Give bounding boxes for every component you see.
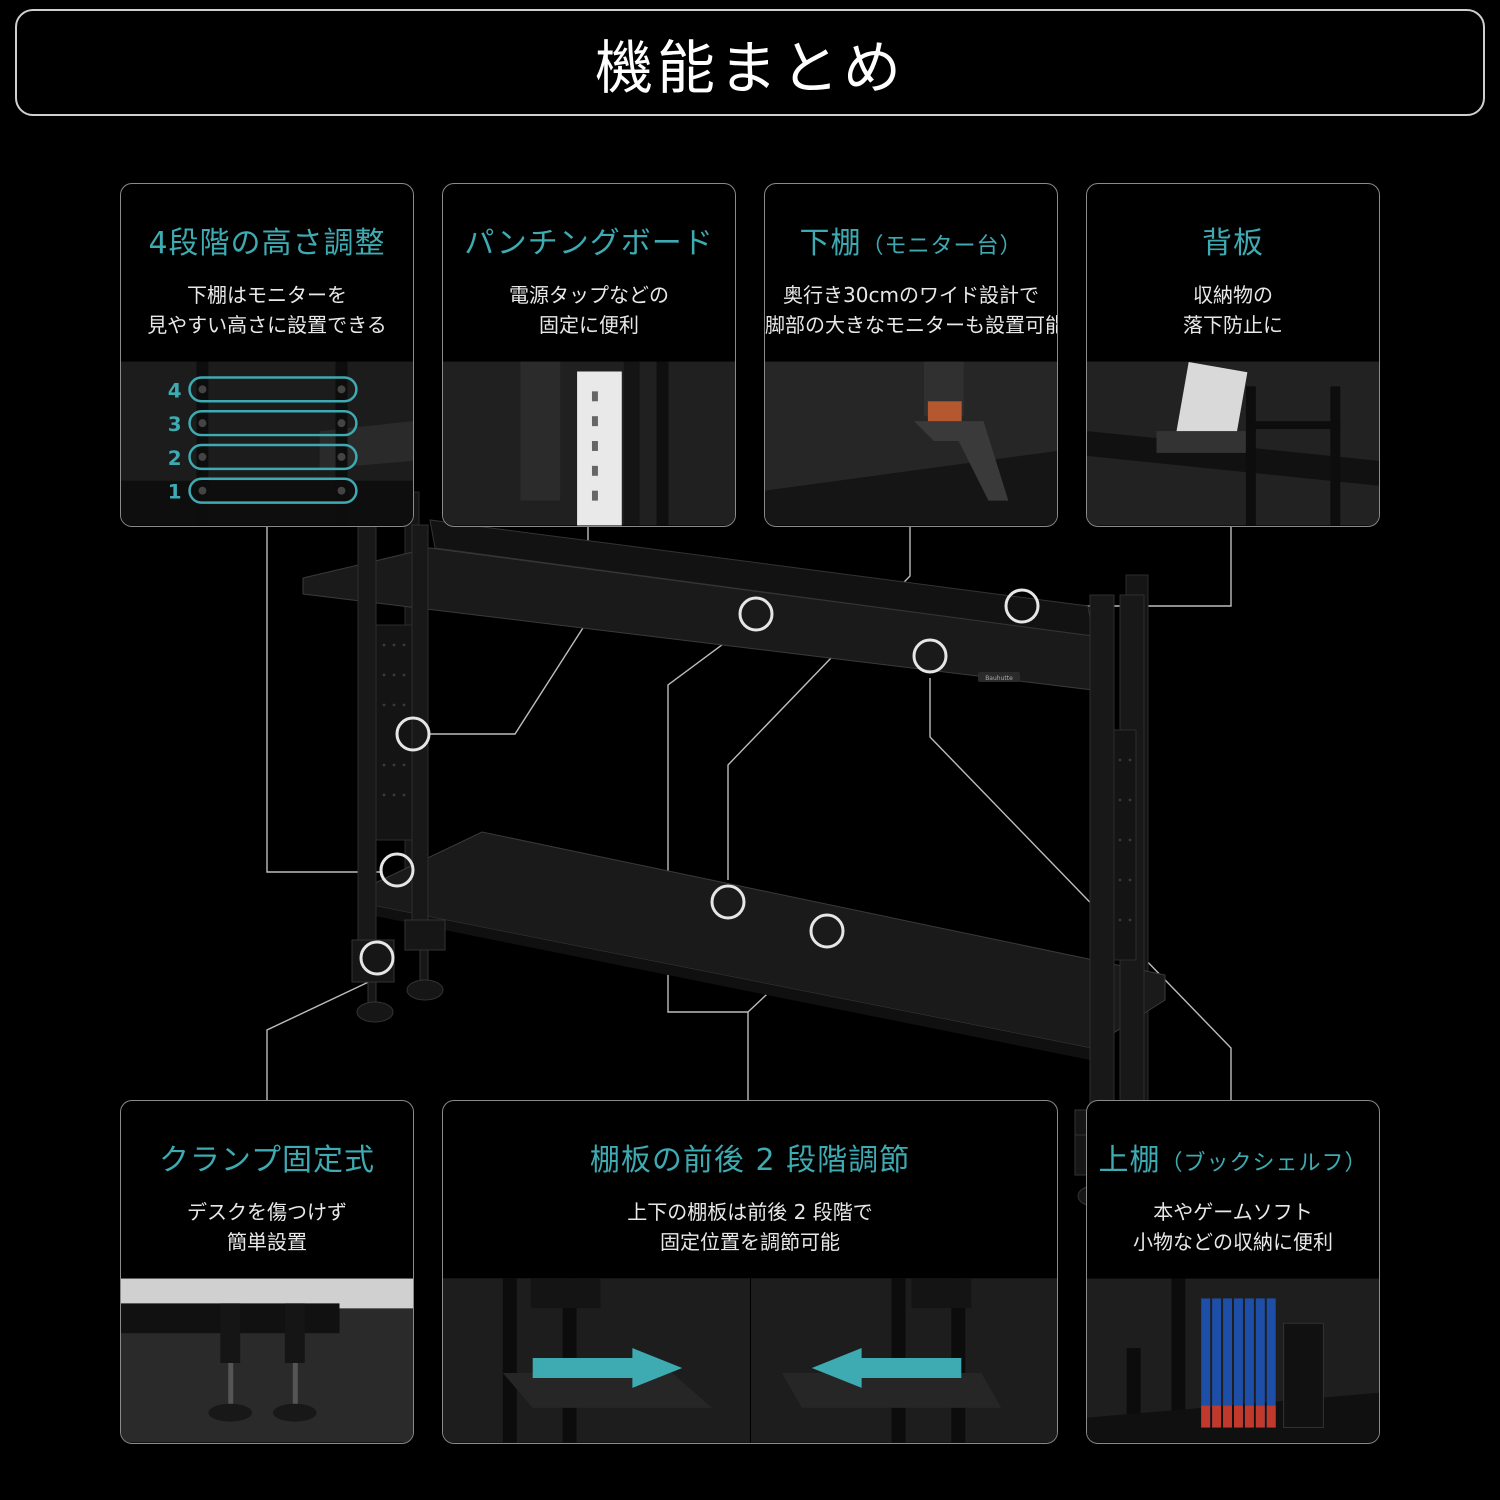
left-clamps <box>351 919 446 1023</box>
back-panel-photo <box>1087 361 1379 526</box>
monitor-stand-photo <box>765 361 1057 526</box>
card-desc-line: 上下の棚板は前後 2 段階で <box>627 1200 873 1224</box>
card-desc-line: 本やゲームソフト <box>1153 1200 1313 1224</box>
right-pegboard <box>1113 729 1137 961</box>
level-label: 2 <box>168 447 182 470</box>
card-desc-line: デスクを傷つけず <box>187 1200 347 1224</box>
card-desc-line: 奥行き30cmのワイド設計で <box>783 283 1039 307</box>
power-strip-photo <box>443 361 735 526</box>
card-desc-line: 固定に便利 <box>539 313 639 337</box>
card-title: 下棚（モニター台） <box>799 226 1023 261</box>
card-title: クランプ固定式 <box>158 1143 376 1178</box>
card-shelf-adjust: 棚板の前後 2 段階調節 上下の棚板は前後 2 段階で 固定位置を調節可能 <box>442 1100 1058 1444</box>
card-desc-line: 脚部の大きなモニターも設置可能 <box>765 313 1058 337</box>
shelf-adjust-photo <box>443 1278 1057 1443</box>
card-desc-line: 電源タップなどの <box>509 283 669 307</box>
card-title: 背板 <box>1202 226 1264 261</box>
card-title: パンチングボード <box>464 226 714 261</box>
brand-plate <box>978 672 1020 682</box>
bookshelf-photo <box>1087 1278 1379 1443</box>
callout-circles <box>359 588 1040 976</box>
card-back-panel: 背板 収納物の 落下防止に <box>1086 183 1380 527</box>
card-desc-line: 固定位置を調節可能 <box>660 1230 840 1254</box>
clamp-photo <box>121 1278 413 1443</box>
card-desc-line: 落下防止に <box>1183 313 1283 337</box>
card-title: 4段階の高さ調整 <box>148 226 386 261</box>
level-label: 1 <box>168 481 182 504</box>
card-height-adjust: 4段階の高さ調整 下棚はモニターを 見やすい高さに設置できる 4 3 2 <box>120 183 414 527</box>
card-desc-line: 簡単設置 <box>227 1230 307 1254</box>
title-banner: 機能まとめ <box>15 9 1485 116</box>
card-desc-line: 下棚はモニターを <box>187 283 347 307</box>
card-clamp: クランプ固定式 デスクを傷つけず 簡単設置 <box>120 1100 414 1444</box>
lower-shelf <box>364 831 1166 1049</box>
level-label: 3 <box>168 413 182 436</box>
page-title: 機能まとめ <box>594 33 905 102</box>
card-desc-line: 見やすい高さに設置できる <box>147 313 387 337</box>
card-upper-shelf: 上棚（ブックシェルフ） 本やゲームソフト 小物などの収納に便利 <box>1086 1100 1380 1444</box>
card-lower-shelf: 下棚（モニター台） 奥行き30cmのワイド設計で 脚部の大きなモニターも設置可能 <box>764 183 1058 527</box>
left-pegboard <box>375 624 413 841</box>
card-desc-line: 収納物の <box>1193 283 1273 307</box>
level-label: 4 <box>168 379 182 402</box>
card-punching-board: パンチングボード 電源タップなどの 固定に便利 <box>442 183 736 527</box>
card-title: 上棚（ブックシェルフ） <box>1098 1143 1368 1178</box>
brand-logo: Bauhutte <box>985 675 1013 682</box>
card-title: 棚板の前後 2 段階調節 <box>589 1143 911 1178</box>
card-desc-line: 小物などの収納に便利 <box>1133 1230 1333 1254</box>
height-levels-photo: 4 3 2 1 <box>121 361 413 526</box>
